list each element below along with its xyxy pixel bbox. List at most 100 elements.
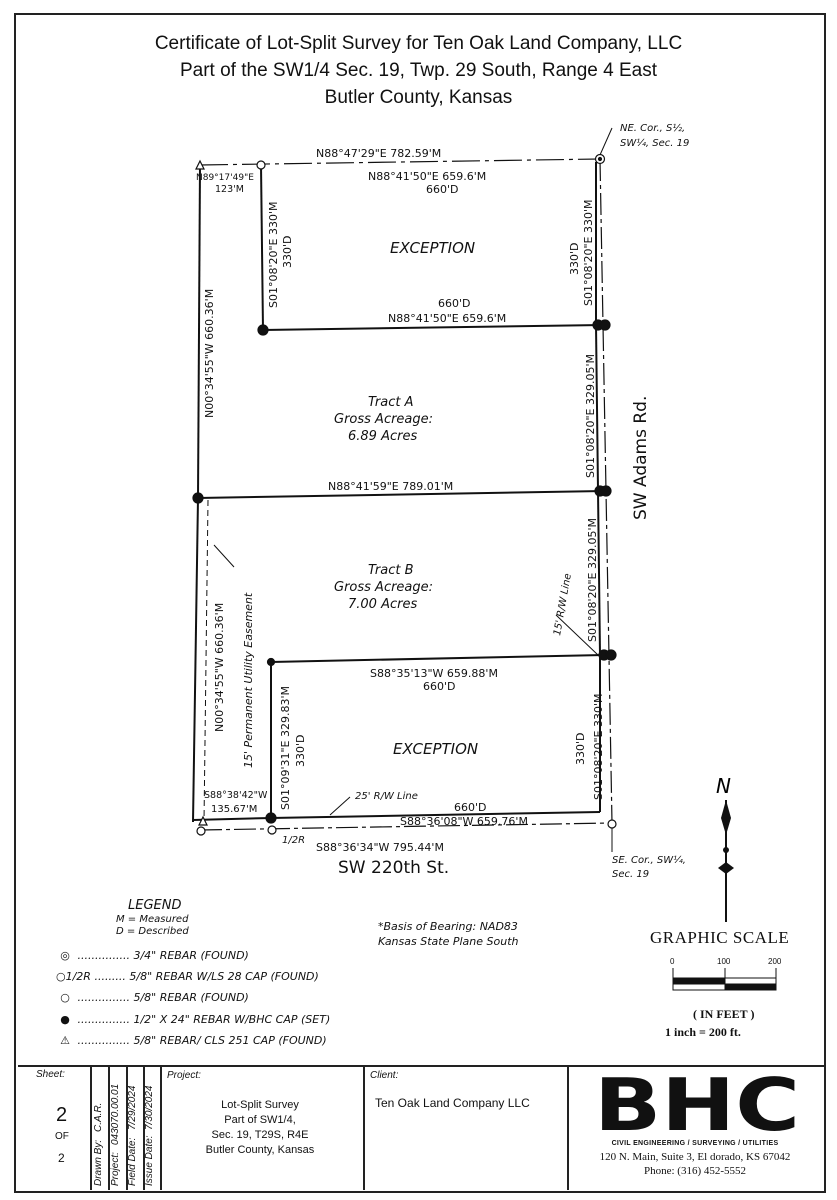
exception-2-label: EXCEPTION	[393, 740, 478, 758]
tract-a-line-1: Tract A	[368, 395, 414, 410]
field-date-label: Field Date:	[127, 1137, 138, 1186]
legend-title: LEGEND	[128, 898, 182, 913]
title-line-1: Certificate of Lot-Split Survey for Ten …	[154, 33, 683, 54]
tract-b-east-label: S01°08'20"E 329.05'M	[586, 518, 599, 642]
graphic-scale-title: GRAPHIC SCALE	[650, 928, 790, 947]
easement-label: 15' Permanent Utility Easement	[242, 592, 255, 768]
half-r-label: 1/2R	[282, 835, 305, 846]
issue-date-value: 7/30/2024	[144, 1085, 155, 1131]
tract-a-line-3: 6.89 Acres	[348, 429, 417, 444]
tb-divider	[126, 1066, 128, 1190]
cls251-cap-icon	[195, 159, 205, 170]
title-block-border	[18, 1065, 824, 1067]
sheet-border	[14, 13, 826, 1193]
exc1-south-line	[262, 324, 604, 331]
project-header: Project:	[167, 1070, 201, 1081]
exc2-east-desc-label: 330'D	[574, 733, 587, 766]
bhc-cap-icon	[265, 812, 277, 824]
row25-leader	[329, 796, 351, 816]
exception-1-label: EXCEPTION	[390, 239, 475, 257]
exc2-south-desc-label: 660'D	[454, 801, 487, 814]
exc2-north-line	[270, 654, 605, 663]
project-line-1: Lot-Split Survey	[221, 1099, 299, 1111]
project-line-3: Sec. 19, T29S, R4E	[211, 1129, 309, 1141]
company-info: CIVIL ENGINEERING / SURVEYING / UTILITIE…	[570, 1140, 820, 1177]
west-line-upper-label: N00°34'55"W 660.36'M	[203, 289, 216, 418]
basis-line-2: Kansas State Plane South	[378, 935, 519, 948]
issue-date-label: Issue Date:	[144, 1135, 155, 1186]
exc2-north-desc-label: 660'D	[423, 680, 456, 693]
legend-item: ○ ............... 5/8" REBAR (FOUND)	[56, 991, 249, 1007]
nw-small-dist-label: 123'M	[215, 184, 244, 195]
top-inner-bearing-label: N88°41'50"E 659.6'M	[368, 170, 486, 183]
drawn-by-value: C.A.R.	[93, 1102, 104, 1132]
company-tagline: CIVIL ENGINEERING / SURVEYING / UTILITIE…	[611, 1140, 779, 1147]
title-line-3: Butler County, Kansas	[324, 87, 513, 108]
exc2-west-desc-label: 330'D	[294, 735, 307, 768]
project-no-value: 043070.00.01	[110, 1083, 121, 1145]
exc1-east-desc-label: 330'D	[568, 243, 581, 276]
exc1-east-line-label: S01°08'20"E 330'M	[582, 199, 595, 306]
rebar-3-4-icon: ◎	[60, 949, 70, 962]
ne-corner-label-1: NE. Cor., S½,	[620, 122, 685, 134]
exc1-south-line-label: N88°41'50"E 659.6'M	[388, 312, 506, 325]
sheet-number: 2	[56, 1104, 68, 1126]
top-inner-desc-label: 660'D	[426, 183, 459, 196]
ne-corner-label-2: SW¼, Sec. 19	[620, 137, 689, 149]
basis-of-bearing: *Basis of Bearing: NAD83 Kansas State Pl…	[378, 919, 518, 949]
survey-title: Certificate of Lot-Split Survey for Ten …	[0, 30, 837, 111]
cls251-cap-icon: ⚠	[60, 1034, 70, 1047]
tract-divider-line	[197, 490, 605, 499]
rebar-5-8-icon	[256, 160, 266, 170]
exc2-north-line-label: S88°35'13"W 659.88'M	[370, 667, 498, 680]
easement-leader	[213, 544, 235, 568]
tb-divider	[108, 1066, 110, 1190]
company-address: 120 N. Main, Suite 3, El dorado, KS 6704…	[599, 1151, 791, 1163]
scale-ratio: 1 inch = 200 ft.	[665, 1025, 741, 1039]
bhc-cap-icon	[192, 492, 204, 504]
nw-small-bearing-label: N89°17'49"E	[196, 173, 254, 183]
ne-corner-leader	[599, 127, 613, 156]
bhc-cap-icon	[257, 324, 269, 336]
exc2-south-line-label: S88°36'08"W 659.76'M	[400, 815, 528, 828]
client-name: Ten Oak Land Company LLC	[375, 1096, 530, 1110]
west-line-lower	[192, 497, 199, 823]
bhc-cap-icon	[266, 657, 276, 667]
bhc-logo: BHC	[594, 1072, 800, 1136]
project-description: Lot-Split Survey Part of SW1/4, Sec. 19,…	[180, 1098, 340, 1158]
bhc-logo-text: BHC	[594, 1072, 800, 1136]
bhc-cap-icon	[605, 649, 617, 661]
sheet-label: Sheet:	[36, 1069, 65, 1080]
rebar-3-4-center	[597, 156, 603, 162]
legend-item-text: ............... 3/4" REBAR (FOUND)	[77, 949, 249, 962]
sw-bearing-label: S88°38'42"W	[204, 790, 268, 801]
rebar-5-8-icon	[267, 825, 277, 835]
sw-adams-rd-label: SW Adams Rd.	[631, 396, 651, 520]
exc2-west-line-label: S01°09'31"E 329.83'M	[279, 686, 292, 810]
rebar-ls28-icon	[196, 826, 206, 836]
company-phone: Phone: (316) 452-5552	[643, 1165, 747, 1177]
bhc-cap-icon: ●	[60, 1013, 70, 1026]
north-arrow-icon: N	[716, 774, 734, 922]
se-corner-label-2: Sec. 19	[612, 869, 649, 880]
north-letter: N	[716, 774, 731, 798]
field-date-value: 7/29/2024	[127, 1085, 138, 1131]
project-line-4: Butler County, Kansas	[205, 1144, 315, 1156]
sw-line	[192, 817, 272, 821]
bhc-cap-icon	[600, 485, 612, 497]
project-no-label: Project:	[110, 1152, 121, 1186]
title-line-2: Part of the SW1/4 Sec. 19, Twp. 29 South…	[179, 60, 658, 81]
scale-tick-100: 100	[717, 957, 731, 966]
easement-line	[203, 499, 209, 823]
bhc-cap-icon	[599, 319, 611, 331]
sheet-of: OF	[55, 1131, 69, 1142]
exc2-south-line	[270, 811, 601, 819]
title-block	[18, 1066, 824, 1190]
graphic-scale-bar	[672, 968, 777, 991]
west-line-upper	[197, 164, 201, 499]
legend-abbrev: M = Measured D = Described	[116, 914, 189, 938]
top-bearing-label: N88°47'29"E 782.59'M	[316, 147, 441, 160]
rebar-ls28-icon: ○1/2R	[56, 970, 91, 983]
north-line	[199, 158, 601, 166]
tract-b-line-1: Tract B	[368, 563, 414, 578]
